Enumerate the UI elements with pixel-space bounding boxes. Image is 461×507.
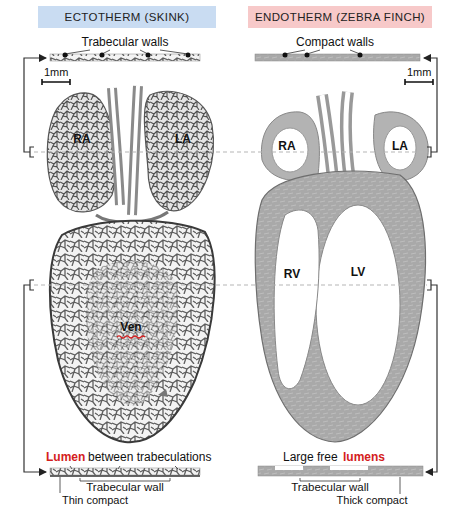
atrial-lumen <box>272 128 308 172</box>
left-atrium <box>144 91 213 211</box>
right-atrium <box>261 112 319 181</box>
level-guide <box>34 152 427 285</box>
scale-label: 1mm <box>44 66 68 79</box>
wall-dot <box>63 53 68 58</box>
wall-strip <box>255 54 420 61</box>
wall-strip <box>50 54 200 61</box>
finch-heart <box>255 92 428 442</box>
scale-label: 1mm <box>407 66 431 79</box>
scale-bar <box>42 79 70 85</box>
chamber-label: LA <box>392 140 408 154</box>
chamber-label: RA <box>73 133 90 147</box>
bracket-arrow <box>24 285 46 472</box>
wall-dot <box>100 53 105 58</box>
chamber-label: RA <box>278 140 295 154</box>
leader-line <box>285 50 360 54</box>
wall-dots <box>63 53 191 58</box>
ventricle <box>50 221 215 443</box>
atrial-lumen <box>384 126 416 170</box>
lumen-marker <box>117 336 145 338</box>
wall-label: Compact walls <box>296 36 374 50</box>
header-text: ECTOTHERM (SKINK) <box>65 11 190 23</box>
header-band: ECTOTHERM (SKINK) <box>38 6 216 28</box>
outflow-vessel <box>132 86 138 215</box>
level-bracket <box>30 147 34 290</box>
annotation-label: lumens <box>343 451 385 465</box>
wall-strip <box>258 466 423 476</box>
level-bracket <box>427 147 431 290</box>
bird-icon-tail <box>158 389 168 397</box>
annotation-label: Thick compact <box>337 494 408 507</box>
annotation-label: Trabecular wall <box>291 481 369 494</box>
skink-heart <box>47 86 214 442</box>
thin-compact-layer <box>50 475 200 476</box>
wall-dot <box>146 53 151 58</box>
annotation-label: Thin compact <box>62 494 128 507</box>
wall-dots <box>283 53 363 58</box>
left-ventricle-lumen <box>316 205 400 405</box>
vessel-lumen <box>112 88 120 205</box>
right-ventricle-lumen <box>274 210 319 389</box>
chamber-label: Ven <box>120 321 141 335</box>
wall-dot <box>186 53 191 58</box>
ventricle <box>255 171 425 442</box>
wall-dot <box>358 53 363 58</box>
header-text: ENDOTHERM (ZEBRA FINCH) <box>255 11 425 23</box>
free-lumen <box>275 466 303 470</box>
annotation-label: between trabeculations <box>88 451 211 465</box>
chamber-label: LV <box>351 266 365 280</box>
bracket-arrow <box>24 58 46 152</box>
scale-bar <box>405 79 433 85</box>
vessel-lumen <box>132 86 138 215</box>
annotation-label: Large free <box>283 451 338 465</box>
header-band: ENDOTHERM (ZEBRA FINCH) <box>248 6 432 28</box>
left-atrium <box>374 112 429 182</box>
chamber-label: LA <box>175 133 191 147</box>
wall-dot <box>305 53 310 58</box>
free-lumen <box>330 466 368 470</box>
leader-line <box>65 50 188 54</box>
annotation-label: Trabecular wall <box>86 481 164 494</box>
ventricle-core <box>86 261 178 406</box>
chamber-label: RV <box>284 268 300 282</box>
outflow-vessel <box>112 88 120 205</box>
wall-dot <box>283 53 288 58</box>
annotation-label: Lumen <box>46 451 85 465</box>
bracket-arrow <box>426 285 437 472</box>
wall-label: Trabecular walls <box>82 36 169 50</box>
